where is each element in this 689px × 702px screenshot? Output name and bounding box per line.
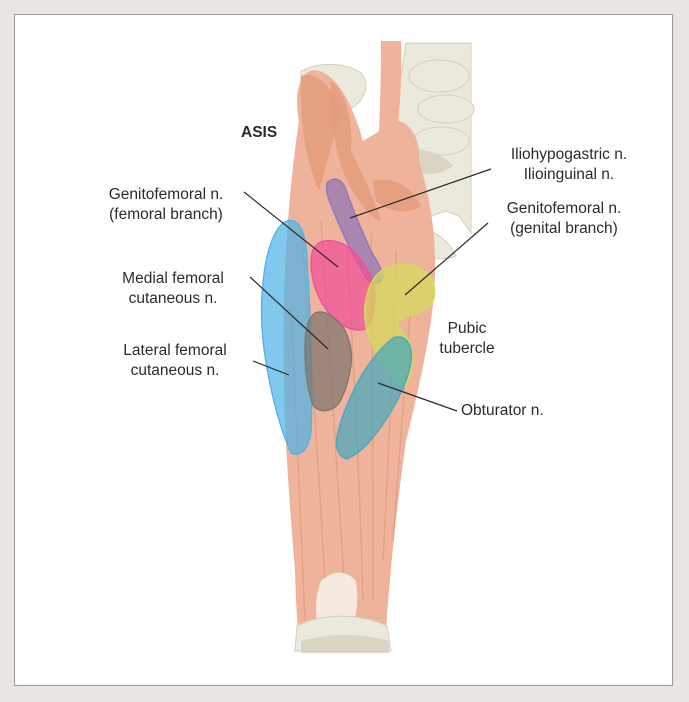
label-medial-femoral-cutaneous: Medial femoral cutaneous n. (101, 269, 245, 309)
label-genitofemoral-femoral-branch: Genitofemoral n. (femoral branch) (91, 185, 241, 225)
label-genitofemoral-genital-branch: Genitofemoral n. (genital branch) (489, 199, 639, 239)
figure-frame: ASIS Iliohypogastric n. Ilioinguinal n. … (14, 14, 673, 686)
label-lateral-femoral-cutaneous: Lateral femoral cutaneous n. (103, 341, 247, 381)
label-asis: ASIS (241, 123, 277, 143)
lateral-femoral-cutaneous-region (262, 221, 312, 455)
label-pubic-tubercle: Pubic tubercle (433, 319, 501, 359)
label-obturator: Obturator n. (461, 401, 544, 421)
label-iliohypogastric-ilioinguinal: Iliohypogastric n. Ilioinguinal n. (489, 145, 649, 185)
